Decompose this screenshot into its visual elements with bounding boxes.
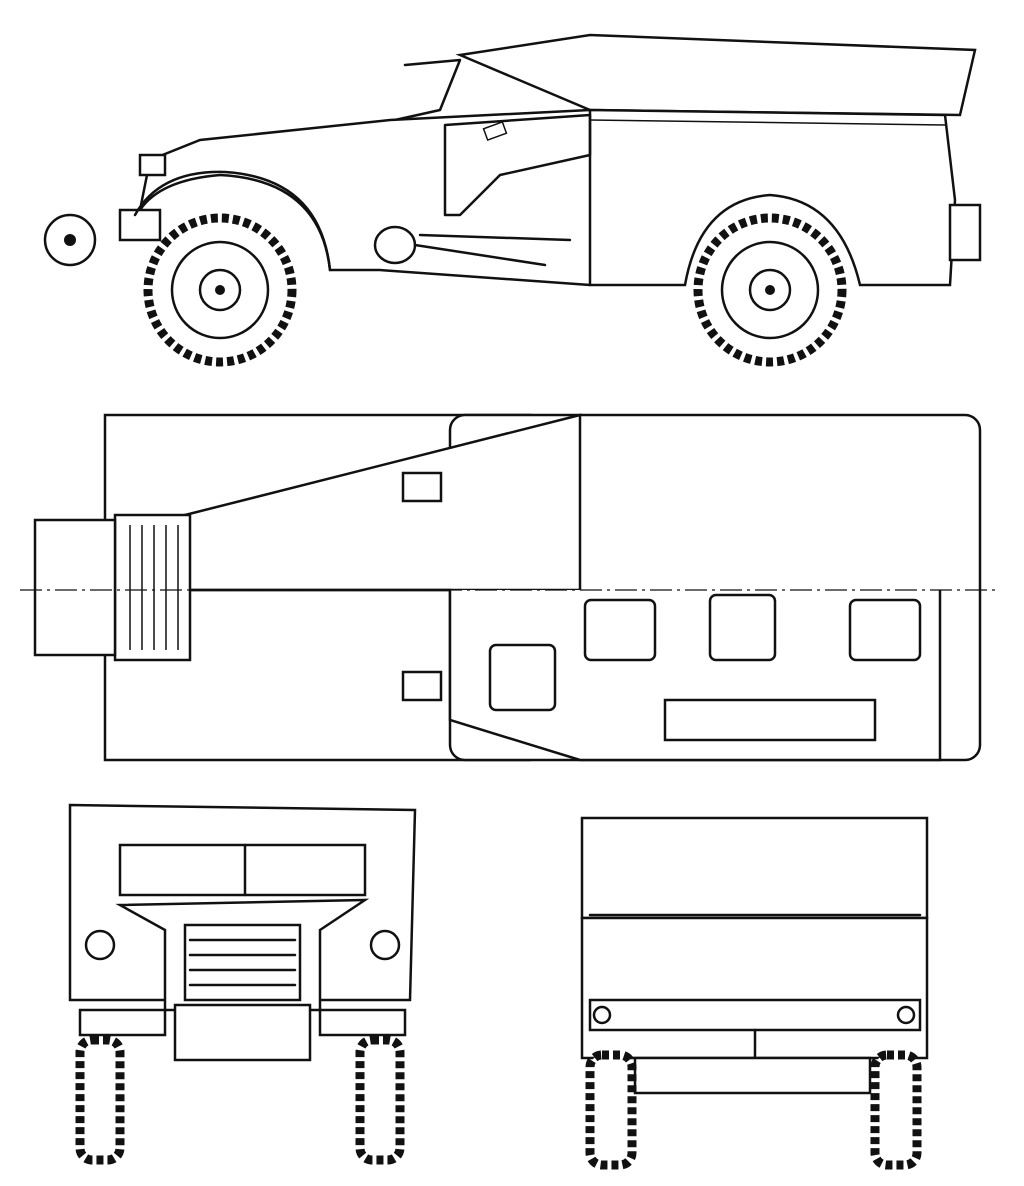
rear-tire-right [870, 1050, 922, 1170]
front-fender [133, 170, 332, 272]
grille-bars [129, 525, 179, 650]
front-wheel [143, 213, 297, 367]
rear-canvas [580, 816, 929, 920]
rear-view [580, 816, 929, 1170]
front-tire-left [75, 1035, 125, 1165]
seat-driver [488, 643, 557, 712]
hatch-left-bottom [401, 670, 443, 702]
headlight-right [369, 929, 401, 961]
hull-body [138, 108, 957, 287]
front-grille [183, 923, 302, 1002]
rear-wheel [693, 213, 847, 367]
strap-line [589, 119, 946, 126]
seat-3 [848, 598, 922, 662]
rear-bumper-face [588, 998, 922, 1032]
headlight [138, 153, 167, 177]
front-view [68, 803, 417, 1165]
roller-hub [64, 234, 76, 246]
front-roller-face [173, 1003, 312, 1062]
windshield-frame [393, 58, 462, 122]
front-bumper [118, 208, 162, 242]
seat-2 [708, 593, 777, 662]
headlight-left [84, 929, 116, 961]
door-window [482, 120, 508, 142]
tail-light-left [592, 1005, 612, 1025]
exhaust-and-axle [373, 225, 572, 267]
tail-light-right [896, 1005, 916, 1025]
seat-1 [583, 598, 657, 662]
side-view [43, 33, 982, 367]
rear-bumper [948, 203, 982, 262]
front-tire-right [355, 1035, 405, 1165]
rear-tire-left [585, 1050, 637, 1170]
bumper-right [318, 1008, 407, 1037]
front-grille-bars [188, 938, 297, 987]
bumper-left [78, 1008, 167, 1037]
rear-undercarriage [633, 1056, 872, 1095]
canvas-top [455, 33, 977, 117]
storage-box [663, 698, 877, 742]
front-roller-top [33, 518, 117, 657]
top-view [20, 413, 1000, 762]
windshield [118, 843, 367, 897]
hatch-left-top [401, 471, 443, 503]
